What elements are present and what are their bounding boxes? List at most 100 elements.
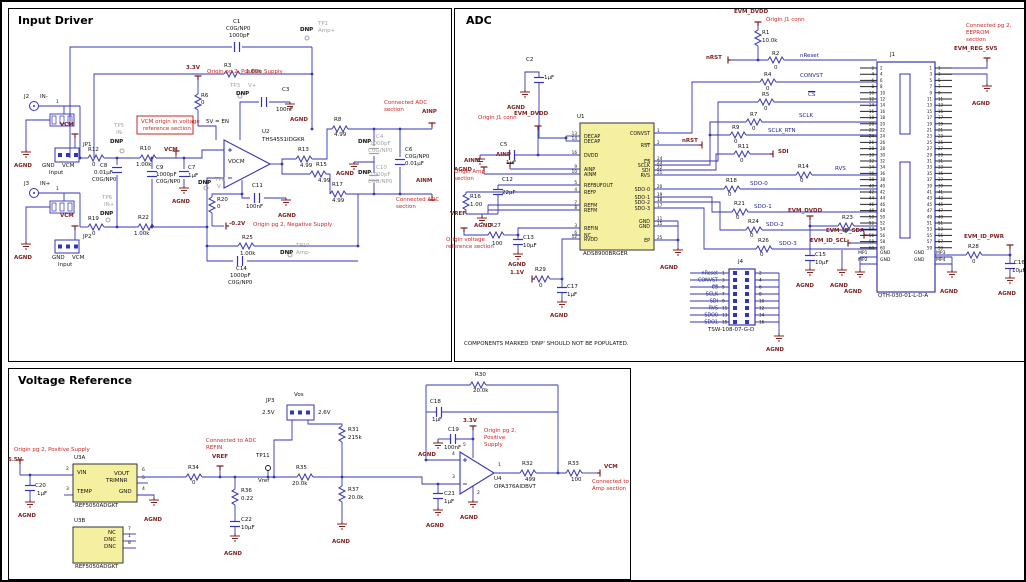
component-label: R4 — [764, 72, 772, 78]
dnp-ref-label: Amp- — [296, 250, 311, 256]
net-label: -0.2V — [229, 221, 246, 227]
svg-text:GND: GND — [639, 224, 650, 230]
svg-text:12: 12 — [572, 234, 578, 239]
net-label: AGND — [14, 255, 32, 261]
svg-text:28: 28 — [880, 146, 886, 151]
component-label: R10 — [140, 146, 151, 152]
svg-text:41: 41 — [938, 190, 944, 195]
component-label: SDO-1 — [754, 204, 772, 210]
net-label: AGND — [830, 283, 848, 289]
svg-text:57: 57 — [927, 239, 933, 244]
svg-text:9: 9 — [574, 164, 577, 169]
component-label: DNC — [104, 537, 117, 543]
svg-text:6: 6 — [759, 285, 762, 290]
component-label: 2.5V — [262, 410, 275, 416]
component-label: DNP — [110, 139, 124, 145]
svg-text:7: 7 — [722, 292, 725, 297]
component-label: 215k — [348, 435, 362, 441]
svg-text:8: 8 — [574, 205, 577, 210]
svg-text:18: 18 — [657, 197, 663, 202]
svg-text:42: 42 — [880, 190, 886, 195]
svg-text:21: 21 — [927, 128, 933, 133]
net-label: VCM — [60, 122, 74, 128]
svg-text:25: 25 — [927, 140, 933, 145]
component-label: 0 — [844, 229, 848, 235]
svg-text:19: 19 — [927, 121, 933, 126]
dnp-ref-label: V- — [217, 184, 223, 190]
svg-text:4: 4 — [871, 72, 874, 77]
svg-text:50: 50 — [880, 214, 886, 219]
svg-text:27: 27 — [938, 146, 944, 151]
component-label: R8 — [334, 117, 342, 123]
svg-text:10: 10 — [880, 90, 886, 95]
svg-text:NC: NC — [584, 233, 592, 239]
svg-text:45: 45 — [938, 202, 944, 207]
component-label: DNP — [300, 27, 314, 33]
svg-text:15: 15 — [722, 320, 728, 325]
component-label: DNP — [198, 180, 212, 186]
input-driver-title: Input Driver — [18, 14, 94, 27]
component-label: DNP — [358, 170, 372, 176]
component-label: R36 — [241, 488, 252, 494]
component-label: 499 — [525, 477, 536, 483]
component-label: 4.99 — [334, 132, 347, 138]
net-label: AGND — [144, 517, 162, 523]
dnp-ref-label: TP1 — [318, 21, 329, 27]
component-label: 1µF — [37, 491, 48, 497]
dnp-ref-label: C0G/NP0 — [368, 179, 393, 185]
component-label: VOCM — [228, 159, 245, 165]
annotation-label: Connected to — [592, 479, 629, 485]
net-label: AGND — [660, 265, 678, 271]
component-label: 0 — [972, 259, 976, 265]
component-label: 1µF — [432, 417, 443, 423]
component-label: 0.01µF — [405, 161, 424, 167]
annotation-label: Origin J1 conn — [478, 115, 517, 121]
component-label: R14 — [798, 164, 809, 170]
component-label: 0 — [752, 126, 756, 132]
component-label: R33 — [568, 461, 579, 467]
svg-text:GND: GND — [639, 219, 650, 225]
svg-text:14: 14 — [572, 136, 578, 141]
svg-text:57: 57 — [938, 239, 944, 244]
svg-text:37: 37 — [938, 177, 944, 182]
svg-text:17: 17 — [938, 115, 944, 120]
svg-text:5: 5 — [722, 285, 725, 290]
component-label: J4 — [738, 259, 744, 265]
net-label: VCM — [604, 464, 618, 470]
svg-text:21: 21 — [657, 170, 663, 175]
dnp-ref-label: TP10 — [296, 243, 310, 249]
component-label: 1µF — [188, 173, 199, 179]
component-label: 0 — [92, 162, 96, 168]
component-label: C22 — [241, 517, 252, 523]
svg-text:11: 11 — [657, 216, 663, 221]
svg-text:3: 3 — [929, 72, 932, 77]
component-label: C2 — [526, 57, 534, 63]
component-label: SDO-0 — [750, 181, 768, 187]
component-label: 4.99 — [318, 178, 331, 184]
component-label: R22 — [138, 215, 149, 221]
svg-text:16: 16 — [759, 320, 765, 325]
adc-title: ADC — [466, 14, 492, 27]
svg-text:22: 22 — [657, 165, 663, 170]
svg-text:49: 49 — [938, 214, 944, 219]
svg-text:19: 19 — [657, 192, 663, 197]
component-label: U4 — [494, 476, 502, 482]
svg-text:60: 60 — [880, 245, 886, 250]
svg-text:11: 11 — [938, 97, 944, 102]
component-label: R15 — [316, 162, 327, 168]
svg-text:26: 26 — [869, 140, 875, 145]
component-label: C20 — [35, 483, 46, 489]
dnp-ref-label: IN- — [116, 130, 124, 136]
svg-text:9: 9 — [938, 90, 941, 95]
component-label: R30 — [475, 372, 486, 378]
svg-text:REFBUFOUT: REFBUFOUT — [584, 183, 613, 189]
net-label: AGND — [454, 167, 472, 173]
svg-text:14: 14 — [759, 313, 765, 318]
net-label: AGND — [940, 289, 958, 295]
net-label: EVM_ID_SDA — [826, 228, 865, 234]
annotation-label: reference section — [143, 126, 191, 132]
svg-text:4: 4 — [574, 187, 577, 192]
component-label: R34 — [188, 465, 199, 471]
svg-text:32: 32 — [869, 159, 875, 164]
net-label: nRST — [682, 138, 698, 144]
